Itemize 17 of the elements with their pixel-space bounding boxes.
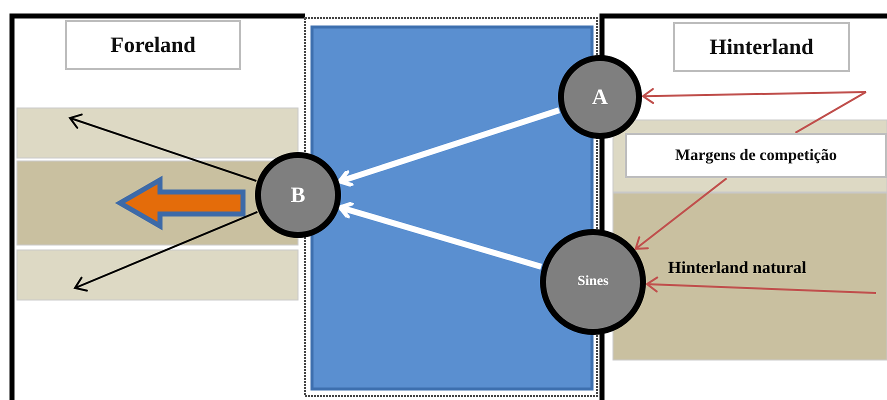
region-label: Hinterland natural	[668, 258, 806, 278]
node-label: Hinterland	[710, 34, 814, 60]
arrow	[642, 88, 866, 104]
node-label: B	[290, 182, 306, 208]
title-box	[65, 20, 241, 70]
arrow	[338, 201, 542, 270]
arrow	[69, 114, 257, 182]
title-box	[625, 133, 887, 178]
title-box	[673, 22, 850, 72]
node-label: Foreland	[110, 32, 196, 58]
arrow	[634, 178, 728, 250]
arrow	[338, 107, 560, 188]
node-label: Margens de competição	[675, 146, 837, 164]
node-label: A	[592, 84, 608, 110]
arrow	[74, 211, 258, 292]
arrow	[646, 276, 876, 294]
node-label: Sines	[577, 274, 609, 290]
